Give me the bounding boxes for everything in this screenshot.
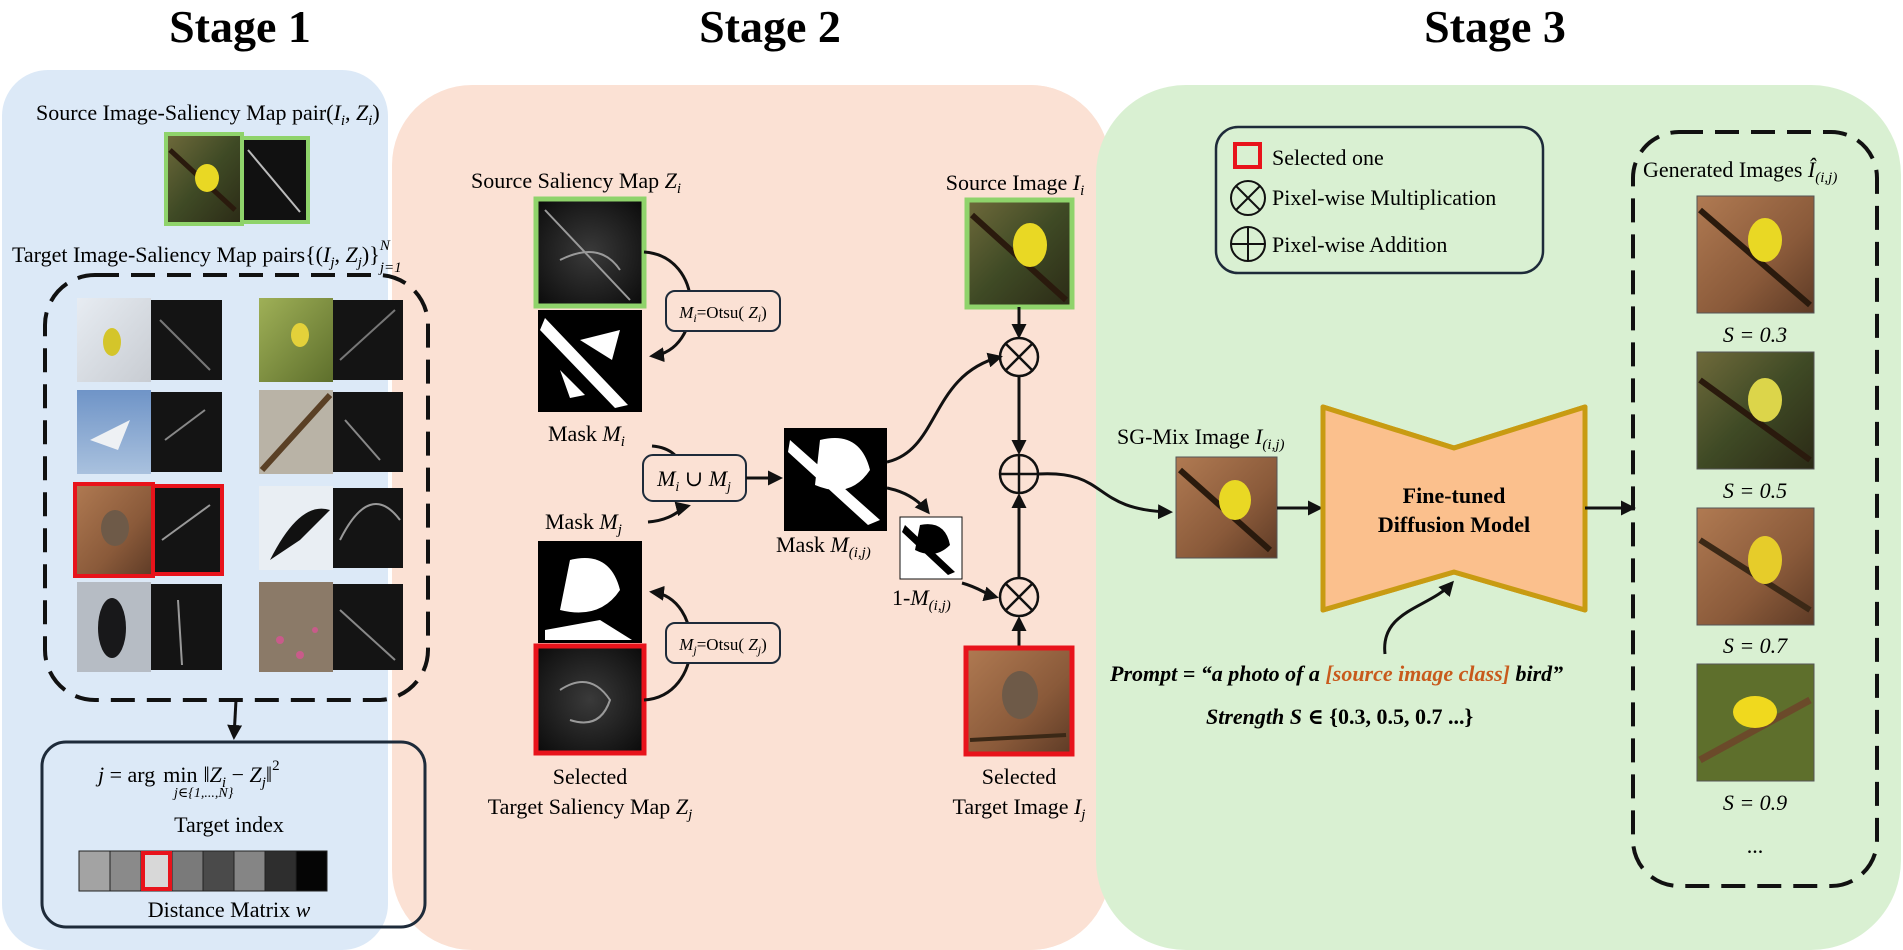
distance-matrix — [78, 850, 328, 892]
distance-cell — [109, 850, 142, 892]
inverse-mask-image — [899, 516, 963, 580]
otsu-i-formula: Mi=Otsu( Zi) — [678, 303, 767, 325]
target-pairs-box — [43, 273, 430, 702]
stage3-title: Stage 3 — [1424, 1, 1566, 52]
selected-saliency-label-2: Target Saliency Map Zj — [488, 794, 692, 823]
mask-j-image — [538, 541, 642, 643]
selected-target-label-1: Selected — [982, 764, 1057, 789]
selected-distance-cell — [141, 851, 172, 891]
generated-strength-3: S = 0.7 — [1723, 633, 1788, 658]
generated-images-box — [1631, 130, 1879, 888]
distance-cell — [140, 850, 173, 892]
source-image-label: Source Image Ii — [946, 170, 1085, 199]
selected-saliency-label-1: Selected — [553, 764, 628, 789]
source-saliency-map — [533, 196, 647, 309]
distance-matrix-label: Distance Matrix w — [148, 897, 311, 922]
otsu-j-formula: Mj=Otsu( Zj) — [678, 635, 767, 657]
sgmix-image — [1175, 456, 1278, 559]
legend-selected-label: Selected one — [1272, 145, 1384, 170]
distance-cell — [171, 850, 204, 892]
selected-target-label-2: Target Image Ij — [953, 794, 1086, 823]
selected-target-saliency-map — [533, 643, 647, 756]
model-label-line1: Fine-tuned — [1403, 483, 1506, 508]
mask-to-mult-top — [886, 352, 1003, 464]
mask-j-arrow — [647, 501, 691, 524]
legend-multiply-label: Pixel-wise Multiplication — [1272, 185, 1496, 210]
mask-j-label: Mask Mj — [545, 509, 622, 538]
generated-images-title: Generated Images Î(i,j) — [1643, 157, 1837, 186]
generated-strength-1: S = 0.3 — [1723, 322, 1787, 347]
stage2-title: Stage 2 — [699, 1, 841, 52]
generated-image-4 — [1696, 663, 1815, 782]
formula-box — [40, 740, 427, 929]
legend-add-icon — [1230, 226, 1266, 262]
stage1-down-arrow — [227, 699, 243, 740]
source-image — [964, 197, 1075, 310]
legend-box — [1214, 125, 1545, 275]
otsu-i-box — [665, 290, 781, 332]
distance-cell — [295, 850, 328, 892]
generated-image-3 — [1696, 507, 1815, 626]
distance-cell — [233, 850, 266, 892]
legend-add-label: Pixel-wise Addition — [1272, 232, 1447, 257]
mask-to-inverse — [886, 486, 930, 515]
model-label-line2: Diffusion Model — [1378, 512, 1530, 537]
stage1-title: Stage 1 — [169, 1, 311, 52]
argmin-subscript: j∈{1,...,N} — [172, 786, 234, 801]
source-pair-thumbnails — [164, 132, 310, 226]
distance-cell — [264, 850, 297, 892]
distance-cell — [78, 850, 111, 892]
target-pair-grid — [73, 298, 403, 672]
source-saliency-label: Source Saliency Map Zi — [471, 168, 681, 197]
legend-selected-swatch — [1233, 142, 1262, 169]
selected-target-image — [963, 645, 1075, 757]
add-to-sgmix-arrow — [1037, 472, 1173, 520]
source-pair-label: Source Image-Saliency Map pair(Ii, Zi) — [36, 100, 380, 129]
generated-more-ellipsis: ... — [1747, 833, 1764, 858]
generated-image-1 — [1696, 195, 1815, 314]
prompt-to-model-arrow — [1383, 580, 1454, 655]
otsu-j-box — [665, 622, 781, 664]
distance-cell — [202, 850, 235, 892]
legend-multiply-icon — [1230, 180, 1266, 216]
add-icon — [998, 453, 1040, 495]
target-index-label: Target index — [174, 812, 284, 837]
prompt-text: Prompt = “a photo of a [source image cla… — [1109, 661, 1563, 686]
mask-ij-image — [784, 428, 887, 531]
mask-i-label: Mask Mi — [548, 421, 625, 450]
inverse-to-mult-bottom — [961, 581, 999, 602]
strength-text: Strength S ∈ {0.3, 0.5, 0.7 ...} — [1206, 704, 1473, 729]
generated-strength-4: S = 0.9 — [1723, 790, 1787, 815]
generated-strength-2: S = 0.5 — [1723, 478, 1787, 503]
mask-i-image — [538, 310, 642, 412]
sgmix-label: SG-Mix Image I(i,j) — [1117, 424, 1285, 453]
mask-ij-label: Mask M(i,j) — [776, 532, 871, 561]
generated-image-2 — [1696, 351, 1815, 470]
diffusion-model-outline — [1320, 404, 1588, 613]
union-formula: Mi ∪ Mj — [656, 466, 731, 495]
